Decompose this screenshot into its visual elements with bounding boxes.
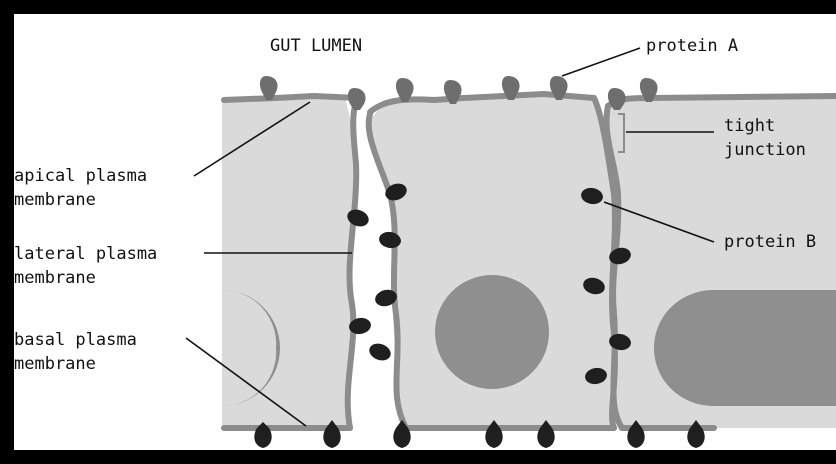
protein-a-leader [562, 48, 640, 76]
tight-junction-line-2: junction [724, 138, 806, 162]
protein-a-label: protein A [646, 34, 738, 58]
protein-b-marker [367, 341, 393, 364]
basal-membrane-line-2: membrane [14, 352, 137, 376]
basal-membrane-line-1: basal plasma [14, 328, 137, 352]
tight-junction-label: tight junction [724, 114, 806, 162]
lateral-membrane-label: lateral plasma membrane [14, 242, 157, 290]
basal-membrane-label: basal plasma membrane [14, 328, 137, 376]
protein-b-label: protein B [724, 230, 816, 254]
lateral-membrane-line-2: membrane [14, 266, 157, 290]
apical-membrane-label: apical plasma membrane [14, 164, 147, 212]
protein-b-text: protein B [724, 230, 816, 254]
middle-nucleus [435, 275, 549, 389]
gut-lumen-label: GUT LUMEN [270, 34, 362, 58]
apical-membrane-left [224, 96, 358, 100]
protein-a-marker [348, 88, 366, 110]
apical-membrane-line-1: apical plasma [14, 164, 147, 188]
protein-a-text: protein A [646, 34, 738, 58]
diagram-panel: GUT LUMEN protein A tight junction apica… [14, 14, 836, 450]
lateral-membrane-line-1: lateral plasma [14, 242, 157, 266]
gut-lumen-text: GUT LUMEN [270, 34, 362, 58]
apical-membrane-line-2: membrane [14, 188, 147, 212]
right-nucleus [654, 290, 836, 406]
epithelium-diagram [14, 14, 836, 450]
tight-junction-line-1: tight [724, 114, 806, 138]
